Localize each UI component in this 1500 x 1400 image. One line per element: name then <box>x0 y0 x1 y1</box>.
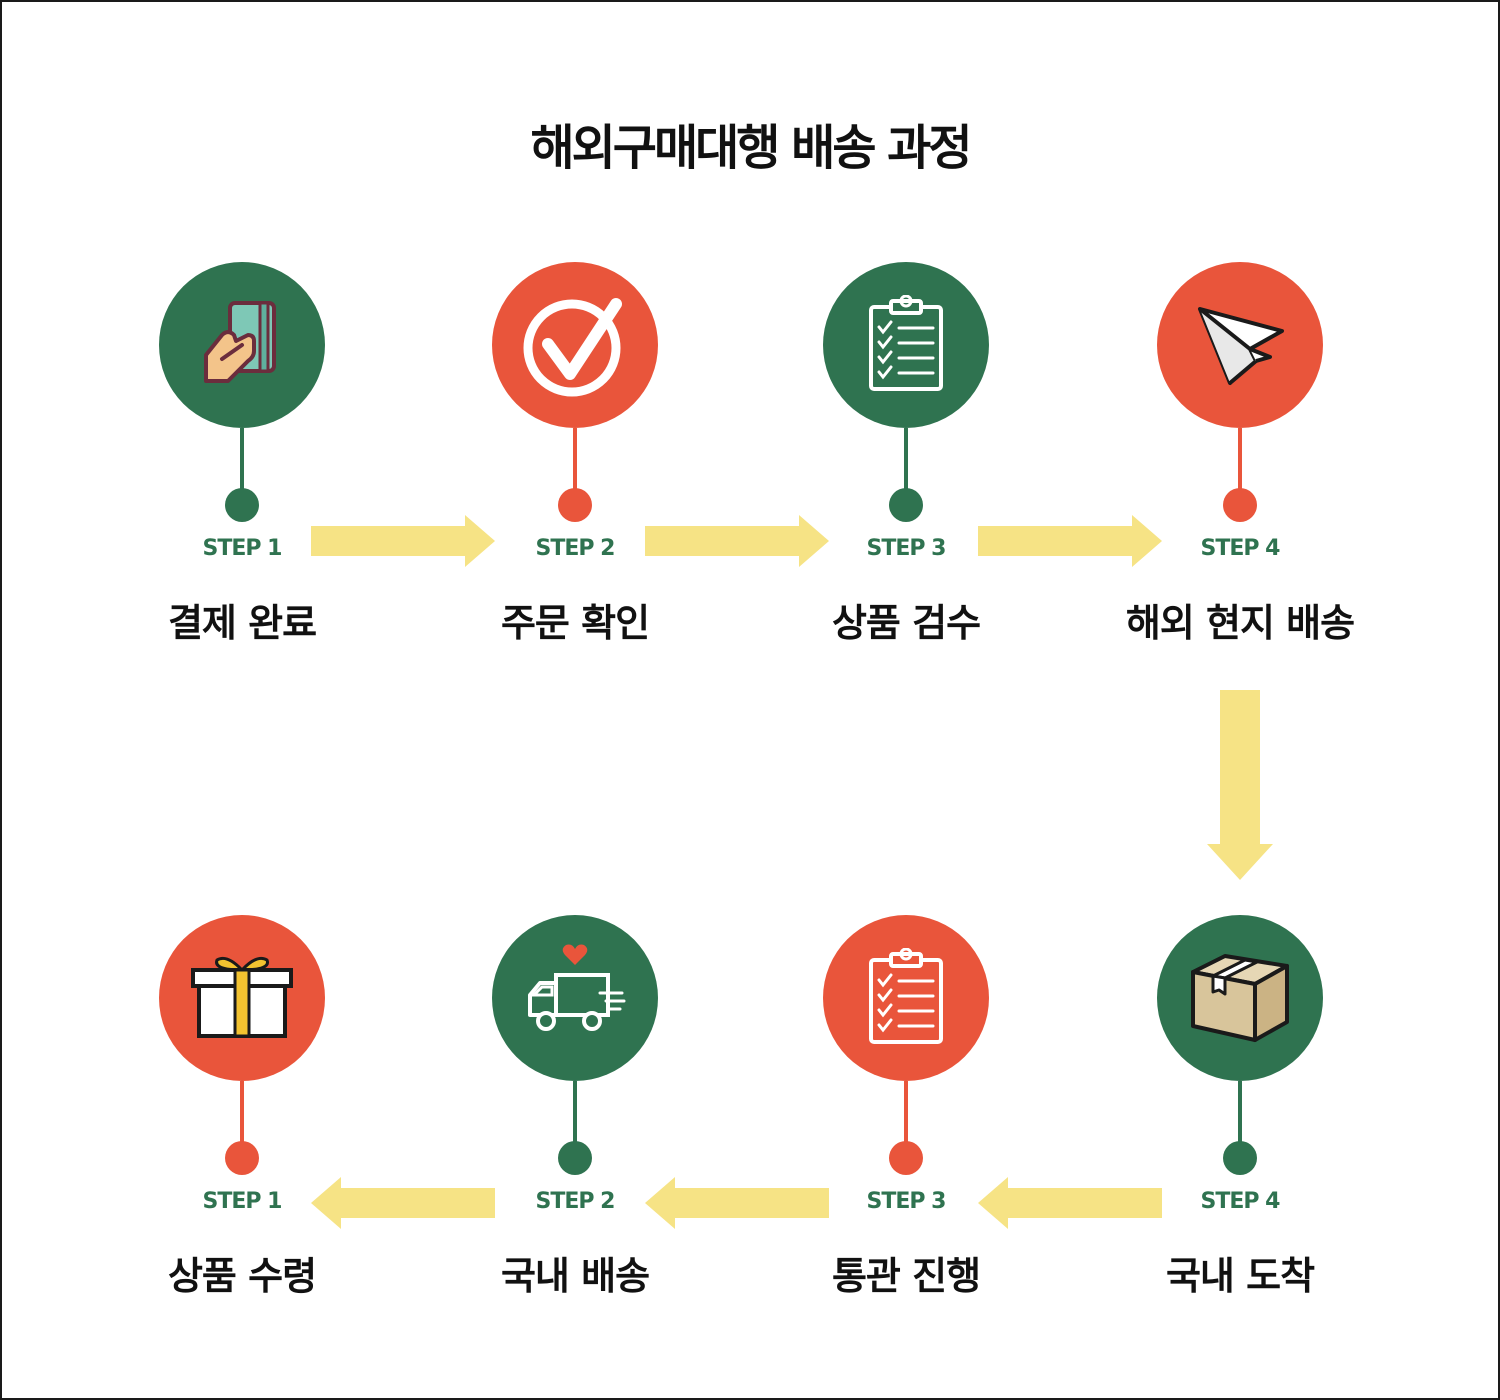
arrow-right-2 <box>645 515 829 567</box>
step-dot <box>889 1141 923 1175</box>
step-circle <box>1157 262 1323 428</box>
step-number: STEP 4 <box>1200 536 1281 561</box>
step-number: STEP 3 <box>866 1189 947 1214</box>
arrow-left-3 <box>978 1177 1162 1229</box>
step-label: 국내 배송 <box>500 1254 650 1298</box>
step-dot <box>889 488 923 522</box>
step-stem <box>573 1081 577 1149</box>
step-dot <box>225 1141 259 1175</box>
clipboard-checklist-icon <box>869 948 943 1044</box>
step-dot <box>225 488 259 522</box>
page-title: 해외구매대행 배송 과정 <box>530 120 972 176</box>
step-stem <box>240 428 244 496</box>
step-stem <box>1238 1081 1242 1149</box>
step-label: 해외 현지 배송 <box>1125 601 1355 645</box>
step-label: 국내 도착 <box>1165 1254 1315 1298</box>
step-dot <box>558 1141 592 1175</box>
step-stem <box>573 428 577 496</box>
step-stem <box>904 428 908 496</box>
arrow-left-1 <box>311 1177 495 1229</box>
step-number: STEP 2 <box>535 1189 616 1214</box>
step-label: 주문 확인 <box>500 601 650 645</box>
step-circle <box>492 262 658 428</box>
cardboard-box-icon <box>1191 954 1289 1042</box>
step-circle <box>492 915 658 1081</box>
checkmark-icon <box>523 298 622 397</box>
arrow-left-2 <box>645 1177 829 1229</box>
step-number: STEP 4 <box>1200 1189 1281 1214</box>
step-stem <box>904 1081 908 1149</box>
step-circle <box>823 262 989 428</box>
clipboard-checklist-icon <box>869 295 943 391</box>
step-dot <box>1223 1141 1257 1175</box>
arrow-right-3 <box>978 515 1162 567</box>
arrow-down <box>1207 690 1273 880</box>
step-number: STEP 2 <box>535 536 616 561</box>
step-label: 결제 완료 <box>167 601 317 645</box>
step-label: 통관 진행 <box>831 1254 981 1298</box>
step-label: 상품 수령 <box>167 1254 317 1298</box>
card-payment-icon <box>204 301 276 383</box>
step-circle <box>159 915 325 1081</box>
step-number: STEP 1 <box>202 536 283 561</box>
step-dot <box>558 488 592 522</box>
paper-plane-icon <box>1198 307 1284 385</box>
arrow-right-1 <box>311 515 495 567</box>
step-stem <box>1238 428 1242 496</box>
step-number: STEP 3 <box>866 536 947 561</box>
delivery-truck-icon <box>528 944 626 1031</box>
step-label: 상품 검수 <box>831 601 981 645</box>
step-circle <box>159 262 325 428</box>
step-circle <box>823 915 989 1081</box>
step-number: STEP 1 <box>202 1189 283 1214</box>
gift-box-icon <box>191 956 293 1038</box>
step-dot <box>1223 488 1257 522</box>
step-stem <box>240 1081 244 1149</box>
step-circle <box>1157 915 1323 1081</box>
